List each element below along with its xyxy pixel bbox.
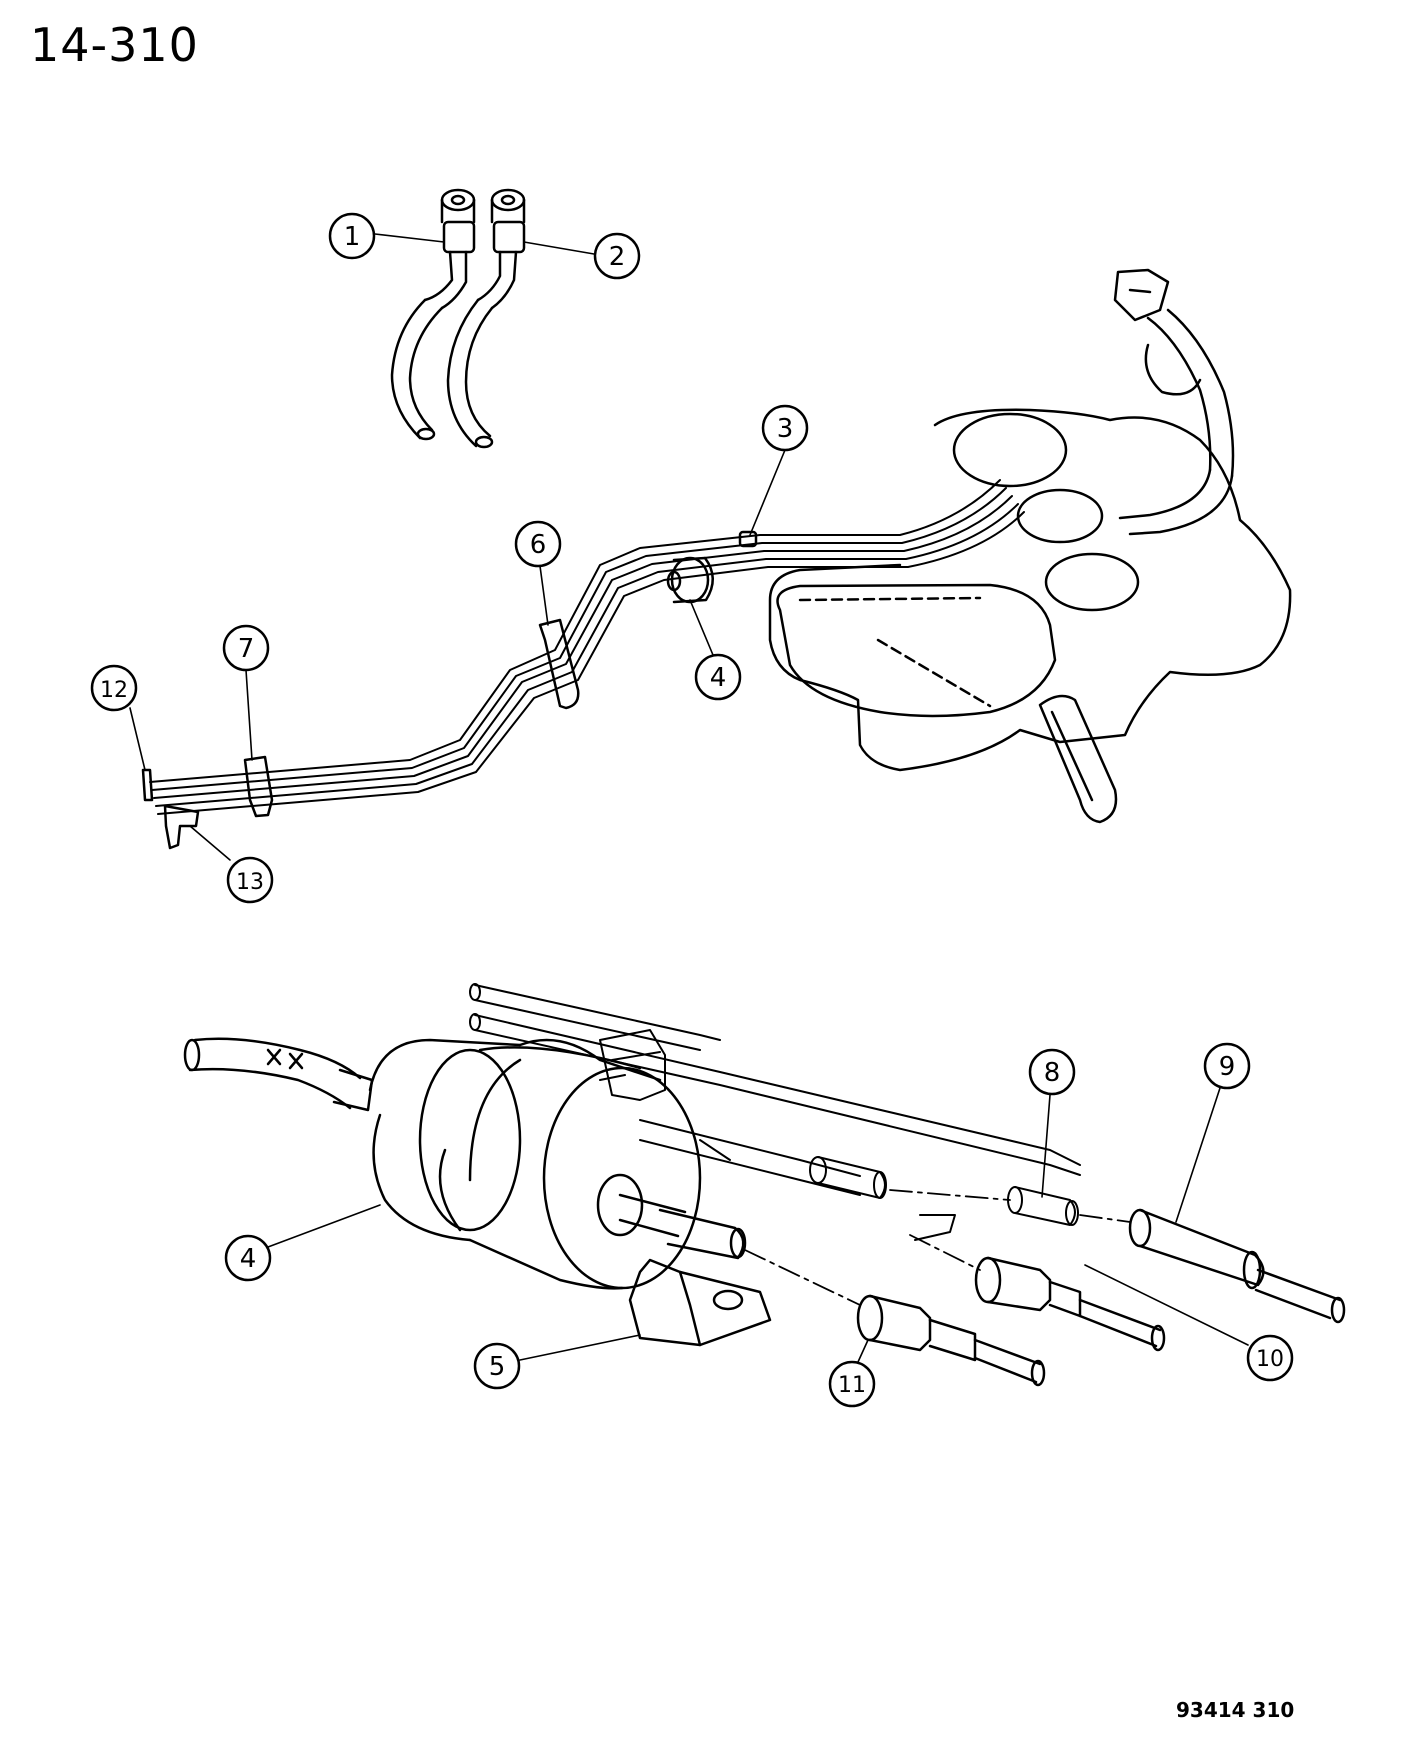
page-number: 14-310 (30, 18, 199, 72)
fuel-filter-assembly (183, 1037, 772, 1347)
callout-10: 10 (1246, 1334, 1294, 1382)
fuel-tank (768, 268, 1292, 824)
callout-13: 13 (226, 856, 274, 904)
fuel-lines (149, 479, 1025, 815)
callout-6: 6 (514, 520, 562, 568)
quick-connect-fittings (856, 1208, 1346, 1387)
fuel-line-clips (141, 618, 580, 850)
callout-2: 2 (593, 232, 641, 280)
svg-text:4: 4 (240, 1244, 257, 1274)
svg-text:1: 1 (344, 222, 361, 252)
svg-text:13: 13 (236, 870, 264, 895)
callout-11: 11 (828, 1360, 876, 1408)
fuel-tubes (469, 983, 1081, 1241)
svg-text:11: 11 (838, 1373, 866, 1398)
callout-9: 9 (1203, 1042, 1251, 1090)
svg-text:7: 7 (238, 634, 255, 664)
callout-12: 12 (90, 664, 138, 712)
fuel-connector-pair (390, 188, 526, 449)
callout-3: 3 (761, 404, 809, 452)
svg-text:6: 6 (530, 530, 547, 560)
fuel-line-coupling (738, 530, 758, 548)
svg-text:9: 9 (1219, 1052, 1236, 1082)
svg-text:12: 12 (100, 678, 128, 703)
callout-4-inline-filter: 4 (694, 653, 742, 701)
svg-text:4: 4 (710, 663, 727, 693)
callout-8: 8 (1028, 1048, 1076, 1096)
svg-text:2: 2 (609, 242, 626, 272)
svg-text:10: 10 (1256, 1347, 1284, 1372)
svg-text:8: 8 (1044, 1058, 1061, 1088)
callout-7: 7 (222, 624, 270, 672)
figure-reference-code: 93414 310 (1176, 1698, 1295, 1722)
callout-5: 5 (473, 1342, 521, 1390)
svg-text:5: 5 (489, 1352, 506, 1382)
alignment-lines (744, 1189, 1131, 1306)
callout-leaders (129, 233, 1249, 1363)
callout-4-filter: 4 (224, 1234, 272, 1282)
callout-1: 1 (328, 212, 376, 260)
svg-text:3: 3 (777, 414, 794, 444)
inline-fuel-filter (666, 556, 714, 604)
